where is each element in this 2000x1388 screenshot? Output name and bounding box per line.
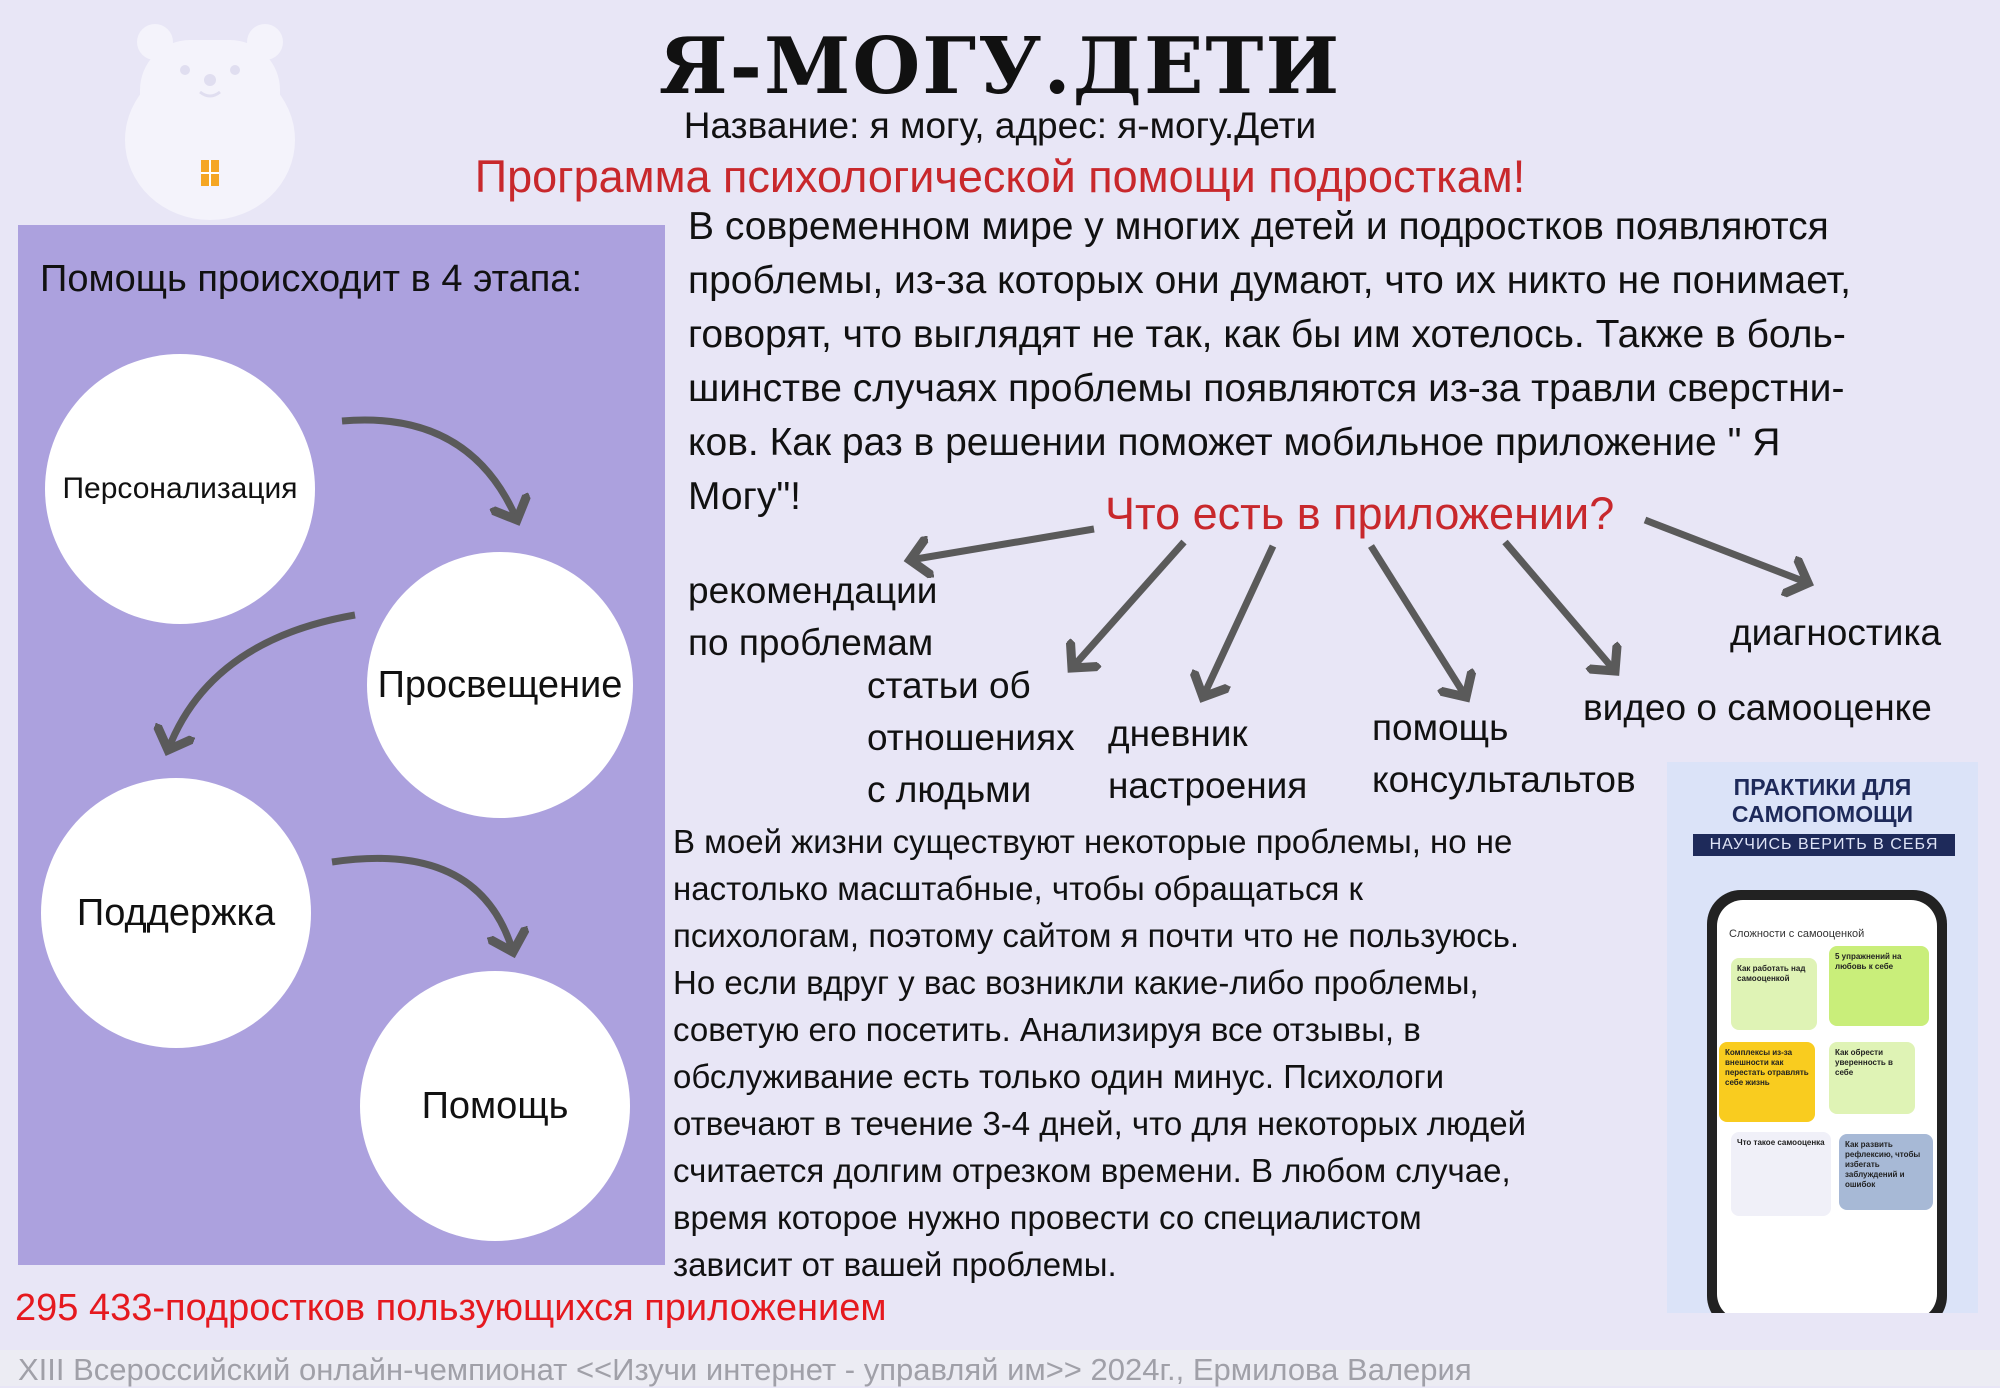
stage-label: Поддержка [76,891,276,934]
text-line: считается долгим отрезком времени. В люб… [673,1152,1511,1189]
program-heading: Программа психологической помощи подрост… [474,151,1526,202]
feature-arrow-diary [1203,544,1277,697]
phone-mockup: Сложности с самооценкой Как работать над… [1707,890,1947,1313]
feature-consultants: помощь консультальтов [1372,702,1636,806]
feature-line: отношениях [867,717,1075,758]
app-image-banner: НАУЧИСЬ ВЕРИТЬ В СЕБЯ [1693,834,1955,856]
title-line: ПРАКТИКИ ДЛЯ [1733,774,1912,800]
footer-credits: XIII Всероссийский онлайн-чемпионат <<Из… [18,1352,1472,1387]
stage-circle-education: Просвещение [367,552,633,818]
text-line: время которое нужно провести со специали… [673,1199,1422,1236]
app-screenshot-image: ПРАКТИКИ ДЛЯ САМОПОМОЩИ НАУЧИСЬ ВЕРИТЬ В… [1667,762,1978,1313]
text-line: В моей жизни существуют некоторые пробле… [673,823,1513,860]
stage-circle-personalization: Персонализация [45,354,315,624]
app-tile: Как обрести уверенность в себе [1829,1042,1915,1114]
feature-arrow-video [1502,539,1615,671]
bear-mascot-icon [125,24,295,220]
stage-arrow-1 [341,416,517,520]
text-line: отвечают в течение 3-4 дней, что для нек… [673,1105,1527,1142]
title-line: САМОПОМОЩИ [1731,801,1914,827]
site-subtitle: Название: я могу, адрес: я-могу.Дети [683,105,1317,146]
feature-line: помощь [1372,707,1509,748]
feature-arrow-articles [1072,539,1187,668]
stage-arrow-2 [168,611,356,750]
screen-header: Сложности с самооценкой [1729,928,1865,940]
app-tile: Как развить рефлексию, чтобы избегать за… [1839,1134,1933,1210]
stage-circle-help: Помощь [360,971,630,1241]
feature-line: настроения [1108,765,1308,806]
app-tile: 5 упражнений на любовь к себе [1829,946,1929,1026]
app-image-title: ПРАКТИКИ ДЛЯ САМОПОМОЩИ [1667,774,1978,828]
footer-bar [0,1350,2000,1386]
text-line: ков. Как раз в решении поможет мобильное… [688,421,1781,464]
phone-screen: Сложности с самооценкой Как работать над… [1717,900,1937,1313]
intro-paragraph: В современном мире у многих детей и подр… [688,200,1851,524]
stage-circle-support: Поддержка [41,778,311,1048]
text-line: Могу"! [688,475,802,518]
review-paragraph: В моей жизни существуют некоторые пробле… [673,818,1526,1288]
text-line: говорят, что выглядят не так, как бы им … [688,313,1846,356]
text-line: обслуживание есть только один минус. Пси… [673,1058,1445,1095]
feature-line: видео о самооценке [1583,687,1932,728]
text-line: зависит от вашей проблемы. [673,1246,1117,1283]
site-logo-title: Я-МОГУ.ДЕТИ [658,21,1342,112]
features-question: Что есть в приложении? [1105,488,1615,539]
feature-line: по проблемам [688,622,934,663]
feature-line: дневник [1108,713,1248,754]
text-line: В современном мире у многих детей и подр… [688,205,1829,248]
text-line: проблемы, из-за которых они думают, что … [688,259,1852,302]
text-line: шинстве случаях проблемы появляются из-з… [688,367,1845,410]
text-line: советую его посетить. Анализируя все отз… [673,1011,1421,1048]
text-line: психологам, поэтому сайтом я почти что н… [673,917,1520,954]
feature-recommendations: рекомендации по проблемам [688,565,937,669]
app-tile: Комплексы из-за внешности как перестать … [1719,1042,1815,1122]
users-count-text: 295 433-подростков пользующихся приложен… [15,1287,887,1329]
feature-mood-diary: дневник настроения [1108,708,1307,812]
feature-diagnostics: диагностика [1730,607,1941,659]
stage-label: Персонализация [62,472,298,505]
stage-arrow-3 [331,854,513,952]
feature-arrow-diagnostics [1643,516,1808,583]
feature-line: рекомендации [688,570,938,611]
text-line: настолько масштабные, чтобы обращаться к [673,870,1363,907]
feature-articles: статьи об отношениях с людьми [867,660,1075,816]
feature-line: статьи об [867,665,1031,706]
stage-label: Просвещение [377,663,623,706]
stage-label: Помощь [421,1084,569,1127]
text-line: Но если вдруг у вас возникли какие-либо … [673,964,1479,1001]
feature-arrow-consult [1368,544,1466,697]
feature-arrow-recommendations [910,525,1095,560]
stages-title: Помощь происходит в 4 этапа: [40,258,583,300]
feature-line: диагностика [1730,612,1942,653]
feature-line: с людьми [867,769,1032,810]
app-tile: Что такое самооценка [1731,1132,1831,1216]
app-tile: Как работать над самооценкой [1731,958,1817,1030]
feature-video: видео о самооценке [1583,682,1932,734]
feature-line: консультальтов [1372,759,1636,800]
